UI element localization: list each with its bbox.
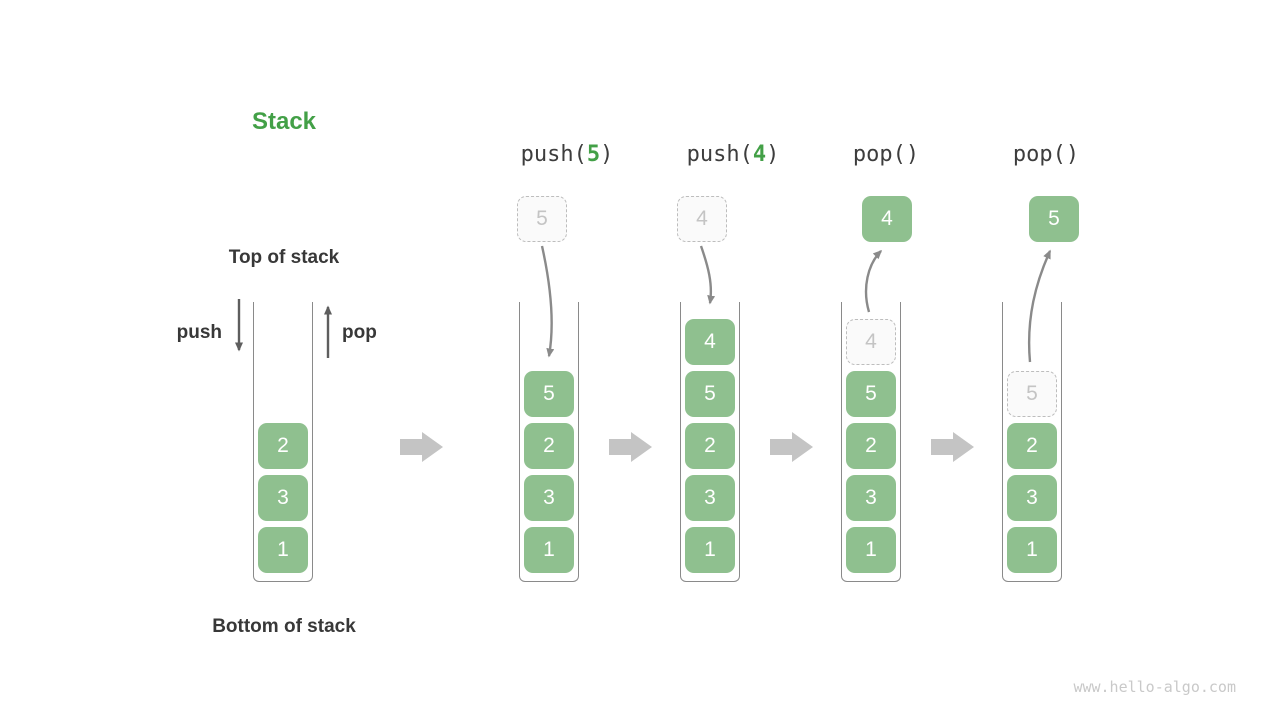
transition-arrow-icon-3	[770, 432, 813, 462]
transition-arrow-icon-4	[931, 432, 974, 462]
push-4-curved-arrow-icon	[699, 245, 716, 305]
op-text: pop()	[1012, 142, 1080, 167]
block-3: 3	[685, 475, 735, 521]
block-2: 2	[258, 423, 308, 469]
block-2: 2	[846, 423, 896, 469]
op-text: )	[766, 142, 780, 167]
block-2: 2	[524, 423, 574, 469]
block-1: 1	[258, 527, 308, 573]
block-5: 5	[846, 371, 896, 417]
block-5: 5	[524, 371, 574, 417]
stack-after-push-5: 5 2 3 1	[519, 302, 579, 582]
incoming-value-box-4: 4	[677, 196, 727, 242]
bottom-of-stack-label: Bottom of stack	[212, 616, 356, 637]
block-2: 2	[1007, 423, 1057, 469]
ghost-block-4: 4	[846, 319, 896, 365]
diagram-title: Stack	[251, 108, 317, 135]
block-2: 2	[685, 423, 735, 469]
block-3: 3	[1007, 475, 1057, 521]
op-arg: 5	[586, 142, 601, 167]
stack-initial: 2 3 1	[253, 302, 313, 582]
top-of-stack-label: Top of stack	[228, 247, 340, 268]
block-1: 1	[846, 527, 896, 573]
op-header-push-5: push(5)	[477, 142, 657, 167]
stack-after-pop-4: 4 5 2 3 1	[841, 302, 901, 582]
ghost-block-5: 5	[1007, 371, 1057, 417]
stack-after-push-4: 4 5 2 3 1	[680, 302, 740, 582]
push-label: push	[176, 322, 222, 343]
op-header-pop-2: pop()	[956, 142, 1136, 167]
op-text: )	[600, 142, 614, 167]
block-1: 1	[685, 527, 735, 573]
op-text: push(	[686, 142, 753, 167]
block-1: 1	[1007, 527, 1057, 573]
block-5: 5	[685, 371, 735, 417]
op-arg: 4	[752, 142, 767, 167]
popped-value-box-4: 4	[862, 196, 912, 242]
block-1: 1	[524, 527, 574, 573]
op-text: push(	[520, 142, 587, 167]
block-3: 3	[524, 475, 574, 521]
transition-arrow-icon-2	[609, 432, 652, 462]
block-3: 3	[258, 475, 308, 521]
popped-value-box-5: 5	[1029, 196, 1079, 242]
block-3: 3	[846, 475, 896, 521]
op-text: pop()	[852, 142, 920, 167]
transition-arrow-icon-1	[400, 432, 443, 462]
block-4: 4	[685, 319, 735, 365]
op-header-push-4: push(4)	[643, 142, 823, 167]
incoming-value-box-5: 5	[517, 196, 567, 242]
watermark: www.hello-algo.com	[1073, 678, 1236, 696]
stack-after-pop-5: 5 2 3 1	[1002, 302, 1062, 582]
op-header-pop-1: pop()	[796, 142, 976, 167]
pop-label: pop	[342, 322, 377, 343]
